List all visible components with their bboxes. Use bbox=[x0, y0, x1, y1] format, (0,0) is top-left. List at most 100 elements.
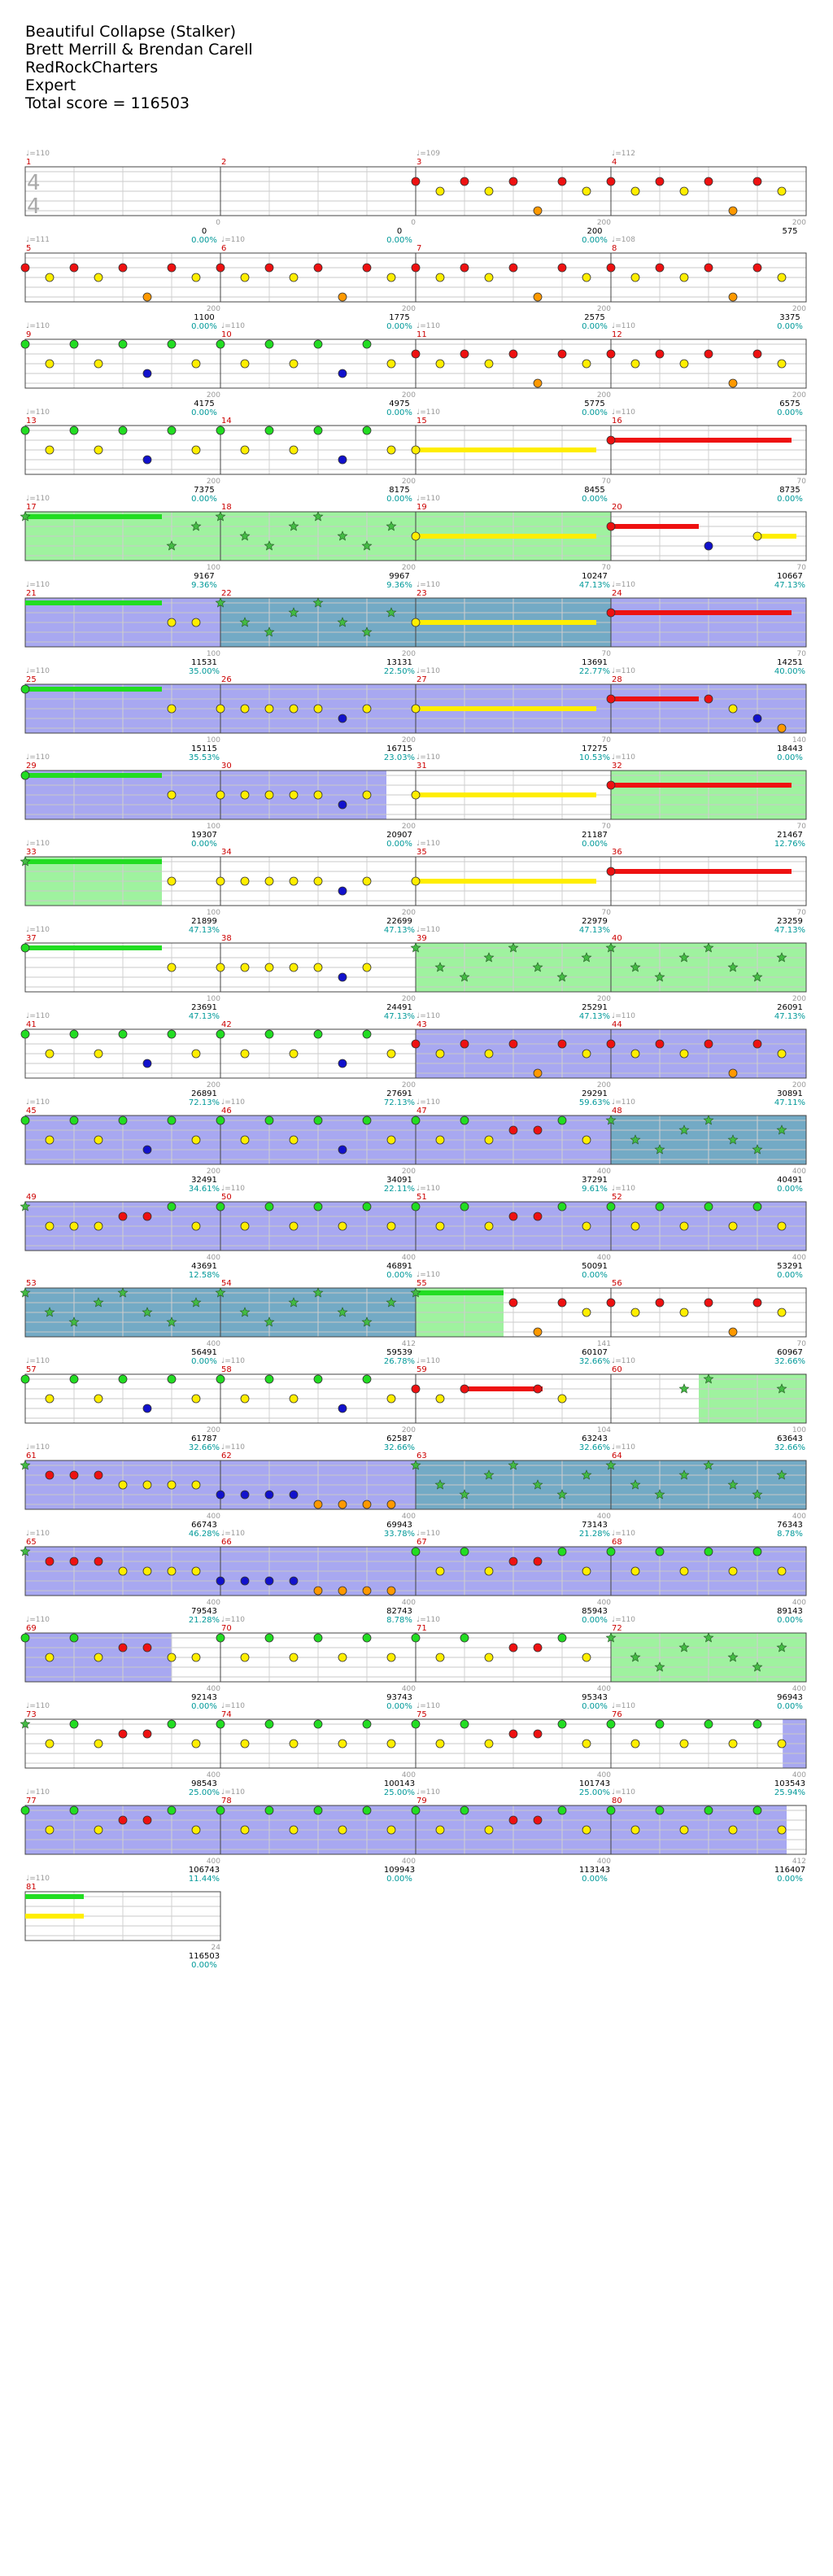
star-note bbox=[312, 1287, 324, 1298]
note-green bbox=[606, 1547, 616, 1557]
note-orange bbox=[777, 723, 787, 733]
measure-percent: 47.13% bbox=[189, 1012, 220, 1021]
note-red bbox=[45, 1470, 55, 1480]
note-green bbox=[313, 1374, 323, 1384]
note-yellow bbox=[94, 445, 103, 455]
bpm-marker: ♩=110 bbox=[221, 1616, 245, 1624]
measure-percent: 0.00% bbox=[582, 1616, 608, 1625]
measure-percent: 47.13% bbox=[774, 1012, 805, 1021]
note-green bbox=[118, 426, 128, 435]
note-yellow bbox=[777, 359, 787, 369]
star-note bbox=[20, 856, 31, 867]
note-yellow bbox=[313, 876, 323, 886]
measure-percent: 25.00% bbox=[384, 1788, 415, 1797]
tick-label: 200 bbox=[402, 391, 416, 399]
note-blue bbox=[142, 369, 152, 378]
note-blue bbox=[216, 1490, 225, 1500]
star-note bbox=[654, 971, 665, 982]
note-yellow bbox=[240, 1825, 250, 1835]
bpm-marker: ♩=110 bbox=[612, 1443, 635, 1452]
note-yellow bbox=[45, 1394, 55, 1404]
note-yellow bbox=[142, 1566, 152, 1576]
note-orange bbox=[142, 292, 152, 302]
tick-label: 400 bbox=[792, 1771, 806, 1779]
measure-percent: 11.44% bbox=[189, 1875, 220, 1884]
note-red bbox=[460, 349, 469, 359]
note-blue bbox=[338, 1404, 347, 1413]
note-yellow bbox=[752, 531, 762, 541]
note-yellow bbox=[582, 359, 591, 369]
note-yellow bbox=[435, 186, 445, 196]
note-yellow bbox=[289, 1221, 299, 1231]
note-red bbox=[460, 263, 469, 273]
note-orange bbox=[533, 1068, 543, 1078]
note-green bbox=[264, 1805, 274, 1815]
star-note bbox=[776, 952, 787, 963]
measure-number: 52 bbox=[612, 1193, 622, 1202]
measure-number: 79 bbox=[416, 1797, 427, 1805]
note-green bbox=[313, 1202, 323, 1212]
note-yellow bbox=[338, 1825, 347, 1835]
measure-number: 10 bbox=[221, 330, 232, 339]
star-note bbox=[142, 1307, 153, 1317]
tick-label: 400 bbox=[597, 1771, 611, 1779]
measure-number: 65 bbox=[26, 1538, 37, 1547]
star-note bbox=[312, 511, 324, 522]
note-yellow bbox=[582, 1135, 591, 1145]
note-yellow bbox=[630, 359, 640, 369]
note-yellow bbox=[191, 1566, 201, 1576]
bpm-marker: ♩=110 bbox=[26, 840, 50, 848]
measure-score: 10667 bbox=[777, 572, 803, 581]
note-yellow bbox=[557, 1394, 567, 1404]
measure-number: 37 bbox=[26, 934, 37, 943]
star-note bbox=[752, 1489, 763, 1500]
tick-label: 400 bbox=[597, 1599, 611, 1607]
star-note bbox=[239, 617, 251, 627]
note-red bbox=[533, 1815, 543, 1825]
tick-label: 70 bbox=[602, 650, 612, 658]
tick-label: 412 bbox=[792, 1858, 806, 1866]
measure-percent: 0.00% bbox=[386, 840, 412, 849]
tick-label: 400 bbox=[792, 1254, 806, 1262]
measure-score: 40491 bbox=[777, 1176, 803, 1185]
note-red bbox=[704, 349, 713, 359]
measure-percent: 0.00% bbox=[386, 408, 412, 417]
note-orange bbox=[338, 1586, 347, 1596]
measure-score: 1775 bbox=[389, 313, 409, 322]
note-yellow bbox=[582, 1566, 591, 1576]
measure-score: 575 bbox=[782, 227, 797, 236]
measure-score: 23259 bbox=[777, 917, 803, 926]
note-red bbox=[118, 1729, 128, 1739]
tick-label: 70 bbox=[797, 823, 807, 831]
measure-score: 60107 bbox=[582, 1348, 608, 1357]
star-note bbox=[459, 1489, 470, 1500]
note-green bbox=[313, 426, 323, 435]
measure-percent: 34.61% bbox=[189, 1185, 220, 1194]
measure-number: 39 bbox=[416, 934, 427, 943]
note-red bbox=[460, 1384, 469, 1394]
measure-percent: 47.13% bbox=[774, 926, 805, 935]
note-red bbox=[411, 177, 421, 186]
measure-score: 89143 bbox=[777, 1607, 803, 1616]
note-yellow bbox=[45, 1135, 55, 1145]
bpm-marker: ♩=109 bbox=[416, 150, 440, 158]
measure-number: 55 bbox=[416, 1279, 427, 1288]
measure-number: 34 bbox=[221, 848, 232, 857]
note-red bbox=[606, 694, 616, 704]
note-red bbox=[533, 1125, 543, 1135]
note-yellow bbox=[191, 618, 201, 627]
measure-score: 53291 bbox=[777, 1262, 803, 1271]
tick-label: 400 bbox=[207, 1771, 220, 1779]
measure-number: 7 bbox=[416, 244, 421, 253]
note-blue bbox=[142, 1404, 152, 1413]
star-note bbox=[654, 1144, 665, 1155]
measure-score: 73143 bbox=[582, 1521, 608, 1530]
note-green bbox=[69, 1116, 79, 1125]
note-red bbox=[655, 1298, 665, 1308]
measure-number: 28 bbox=[612, 675, 622, 684]
note-yellow bbox=[313, 790, 323, 800]
tick-label: 100 bbox=[207, 736, 220, 744]
tick-label: 400 bbox=[207, 1254, 220, 1262]
